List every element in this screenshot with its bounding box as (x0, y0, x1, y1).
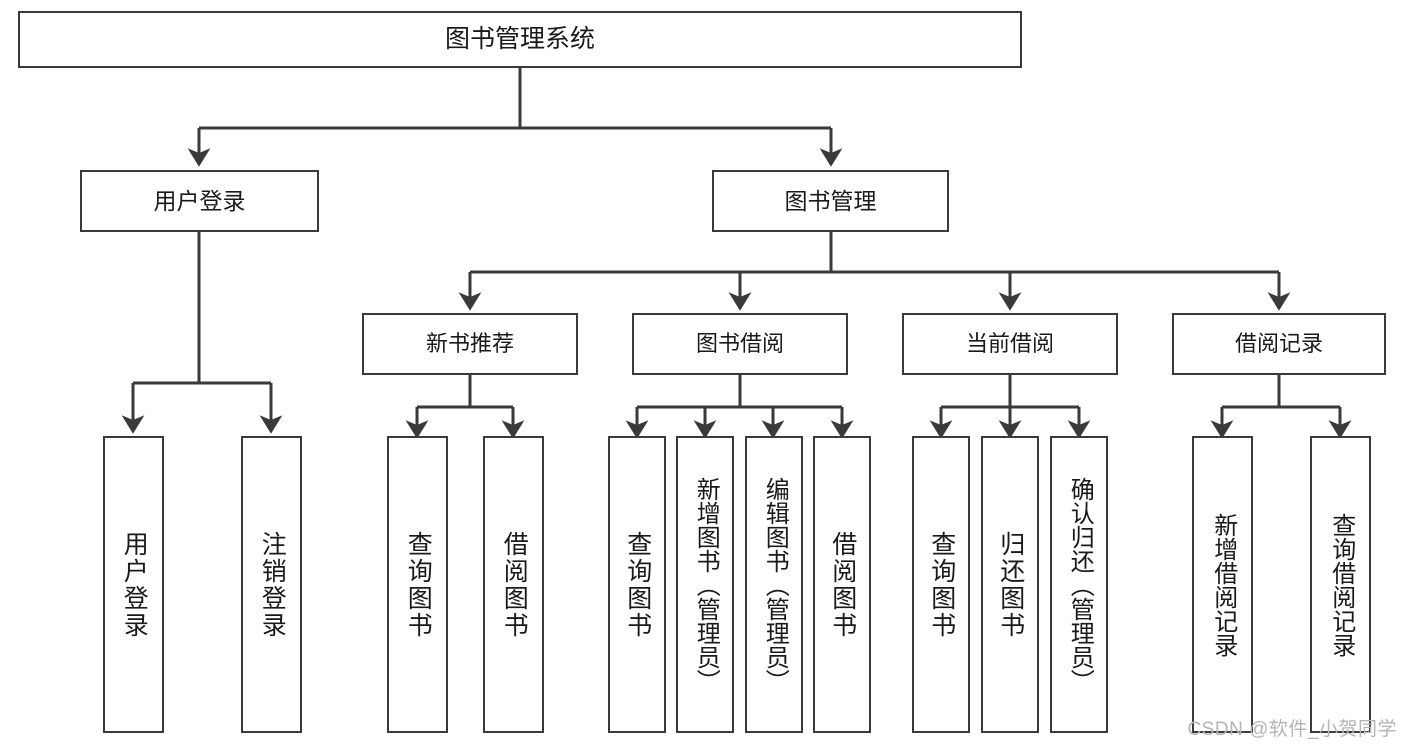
leaf-book-borrow-borrow[interactable]: 借阅图书 (813, 436, 871, 733)
leaf-borrow-record-query[interactable]: 查询借阅记录 (1310, 436, 1371, 733)
leaf-user-login-login[interactable]: 用户登录 (103, 436, 164, 733)
leaf-current-borrow-confirm[interactable]: 确认归还（管理员） (1050, 436, 1108, 733)
csdn-watermark: CSDN @软件_小贺同学 (1187, 719, 1397, 740)
node-current-borrow[interactable]: 当前借阅 (902, 313, 1118, 375)
node-label: 当前借阅 (965, 331, 1054, 357)
node-label: 注销登录 (258, 530, 287, 639)
leaf-user-login-logout[interactable]: 注销登录 (241, 436, 302, 733)
node-label: 图书管理 (784, 187, 877, 214)
leaf-current-borrow-query[interactable]: 查询图书 (912, 436, 970, 733)
node-label: 图书借阅 (695, 331, 784, 357)
node-book-management[interactable]: 图书管理 (712, 170, 949, 232)
leaf-book-borrow-add[interactable]: 新增图书（管理员） (676, 436, 734, 733)
node-label: 用户登录 (120, 530, 149, 639)
node-label: 借阅记录 (1234, 331, 1323, 357)
leaf-book-borrow-edit[interactable]: 编辑图书（管理员） (745, 436, 803, 733)
node-label: 图书管理系统 (444, 25, 595, 54)
node-label: 查询图书 (927, 530, 956, 639)
node-label: 新增借阅记录 (1209, 512, 1237, 657)
node-new-book-recommend[interactable]: 新书推荐 (362, 313, 578, 375)
node-label: 用户登录 (153, 187, 246, 214)
node-borrow-record[interactable]: 借阅记录 (1172, 313, 1386, 375)
node-label: 新书推荐 (425, 331, 514, 357)
node-label: 确认归还（管理员） (1066, 476, 1094, 693)
node-label: 借阅图书 (828, 530, 857, 639)
leaf-current-borrow-return[interactable]: 归还图书 (981, 436, 1039, 733)
leaf-new-book-query[interactable]: 查询图书 (387, 436, 448, 733)
node-label: 编辑图书（管理员） (761, 476, 789, 693)
node-label: 查询图书 (623, 530, 652, 639)
leaf-new-book-borrow[interactable]: 借阅图书 (483, 436, 544, 733)
node-root-system[interactable]: 图书管理系统 (18, 11, 1022, 68)
node-label: 归还图书 (996, 530, 1025, 639)
leaf-book-borrow-query[interactable]: 查询图书 (608, 436, 666, 733)
node-book-borrow[interactable]: 图书借阅 (632, 313, 848, 375)
node-label: 查询图书 (404, 530, 433, 639)
node-label: 查询借阅记录 (1327, 512, 1355, 657)
leaf-borrow-record-add[interactable]: 新增借阅记录 (1192, 436, 1253, 733)
node-label: 借阅图书 (500, 530, 529, 639)
node-label: 新增图书（管理员） (692, 476, 720, 693)
node-user-login[interactable]: 用户登录 (80, 170, 319, 232)
